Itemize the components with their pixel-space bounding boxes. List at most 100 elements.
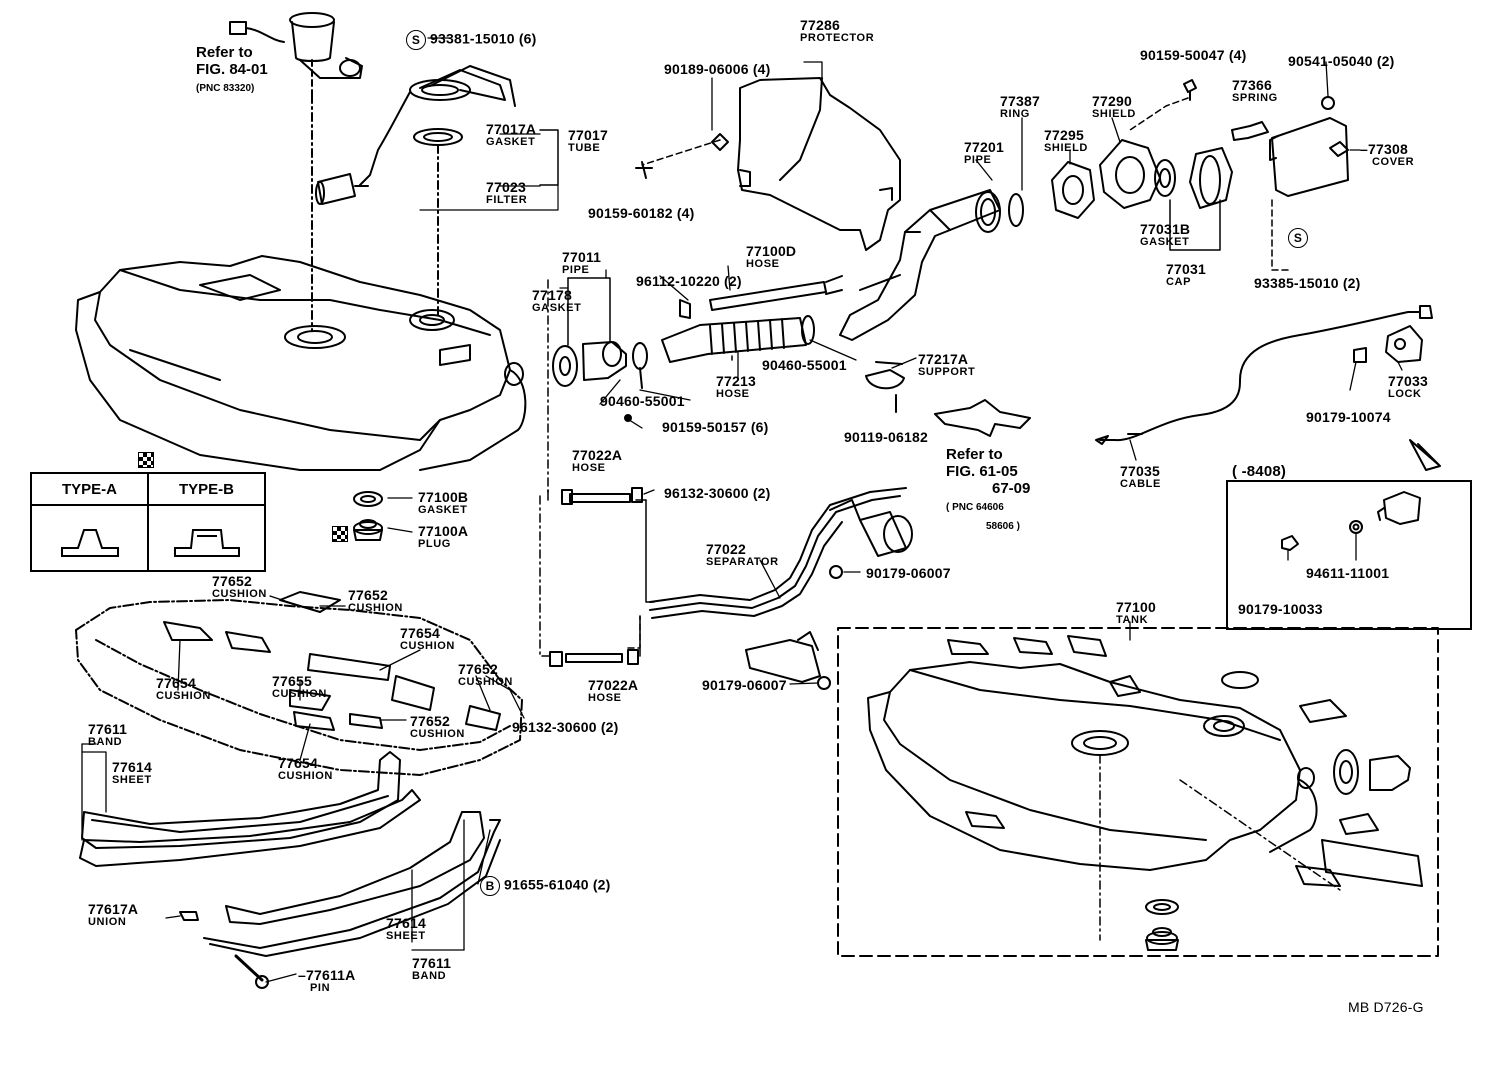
callout-90179-10074: 90179-10074 <box>1306 409 1391 425</box>
filler-shields <box>1051 79 1349 219</box>
type-b-cell: TYPE-B <box>149 474 264 570</box>
separator-77022 <box>649 487 913 690</box>
band-sheet-lower <box>179 811 501 989</box>
type-table: TYPE-A TYPE-B <box>30 472 266 572</box>
type-a-cell: TYPE-A <box>32 474 149 570</box>
callout-90159-50157: 90159-50157 (6) <box>662 419 769 435</box>
callout-90179-10033: 90179-10033 <box>1238 601 1323 617</box>
pipe-77011 <box>552 341 648 389</box>
cushion-tray <box>75 591 523 776</box>
type-b-icon <box>174 529 240 557</box>
ref-support-line4: ( PNC 64606 <box>946 502 1004 513</box>
callout-90460-55001-b: 90460-55001 <box>762 357 847 373</box>
callout-90159-60182: 90159-60182 (4) <box>588 205 695 221</box>
ref-pump-line1: Refer to <box>196 44 253 61</box>
fuel-tank-secondary <box>867 635 1423 951</box>
reference-note-pump: Refer to FIG. 84-01 (PNC 83320) <box>196 44 268 97</box>
callout-90179-06007-b: 90179-06007 <box>702 677 787 693</box>
callout-94611-11001: 94611-11001 <box>1306 565 1390 581</box>
callout-90179-06007-a: 90179-06007 <box>866 565 951 581</box>
s-marker-icon: S <box>1288 228 1308 248</box>
callout-93385-15010: 93385-15010 (2) <box>1254 275 1361 291</box>
callout-90189-06006: 90189-06006 (4) <box>664 61 771 77</box>
ref-pump-line2: FIG. 84-01 <box>196 61 268 78</box>
ref-support-line1: Refer to <box>946 446 1003 463</box>
callout-90119-06182: 90119-06182 <box>844 429 928 445</box>
type-a-icon <box>61 529 119 557</box>
callout-93385-15010-marker: S <box>1288 228 1312 248</box>
support-77217a <box>865 361 1031 437</box>
callout-90159-50047: 90159-50047 (4) <box>1140 47 1247 63</box>
checker-marker-icon <box>138 452 154 468</box>
protector <box>737 77 901 251</box>
fuel-pump-sender <box>229 12 363 96</box>
ref-support-line3: 67-09 <box>992 480 1031 497</box>
hose-77213 <box>661 275 843 363</box>
reference-note-support: Refer to FIG. 61-05 67-09 ( PNC 64606 58… <box>946 446 1030 535</box>
hose-77022a <box>549 487 643 667</box>
callout-96132-30600-bot: 96132-30600 (2) <box>512 719 619 735</box>
diagram-code: MB D726-G <box>1348 999 1424 1015</box>
b-marker-icon: B <box>480 876 500 896</box>
ref-support-line2: FIG. 61-05 <box>946 463 1018 480</box>
tube-assembly <box>315 65 516 205</box>
checker-marker-icon <box>332 526 348 542</box>
inset-panel <box>1226 480 1472 630</box>
inset-lock-parts <box>1281 491 1421 551</box>
band-sheet-upper <box>79 751 421 867</box>
gasket-plug <box>353 491 383 541</box>
inset-range-label: ( -8408) <box>1232 463 1287 480</box>
filler-pipe <box>839 189 1024 341</box>
callout-96132-30600-top: 96132-30600 (2) <box>664 485 771 501</box>
cable-77035 <box>1095 305 1433 445</box>
ref-support-line5: 58606 ) <box>986 521 1020 532</box>
ref-pump-line3: (PNC 83320) <box>196 83 255 94</box>
callout-96112-10220: 96112-10220 (2) <box>636 273 742 289</box>
type-b-header: TYPE-B <box>149 474 264 506</box>
s-marker-icon: S <box>406 30 426 50</box>
type-a-header: TYPE-A <box>32 474 147 506</box>
fuel-tank-main <box>75 255 527 471</box>
